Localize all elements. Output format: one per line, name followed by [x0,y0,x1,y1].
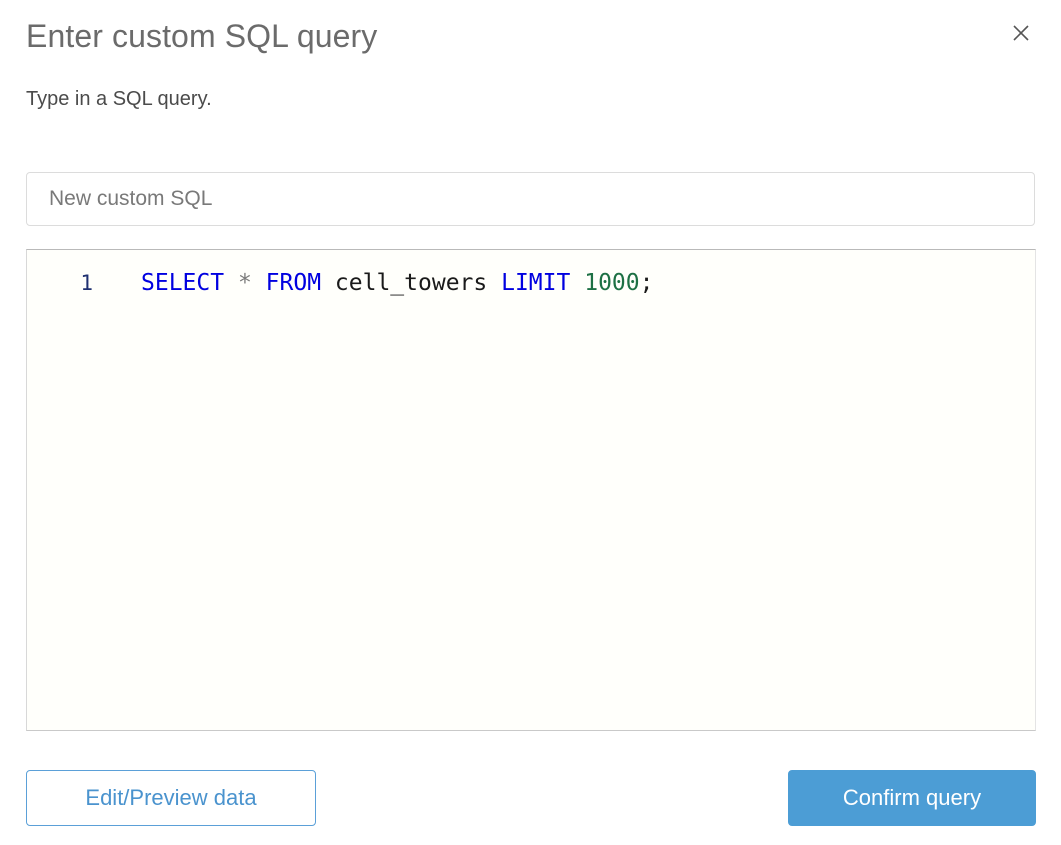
dialog-subtitle: Type in a SQL query. [26,88,212,110]
code-token-keyword: LIMIT [501,270,571,296]
close-icon-glyph [1013,25,1029,41]
code-line: 1 SELECT * FROM cell_towers LIMIT 1000; [27,264,1035,302]
edit-preview-data-button[interactable]: Edit/Preview data [26,770,316,826]
code-token-keyword: FROM [265,270,322,296]
code-token-keyword: SELECT [141,270,225,296]
code-token-number: 1000 [584,270,640,296]
line-number: 1 [80,271,93,295]
code-token-space [321,270,335,296]
code-token-space [252,270,266,296]
code-token-star: * [237,270,252,296]
code-token-identifier: cell_towers [334,270,488,296]
sql-code-editor[interactable]: 1 SELECT * FROM cell_towers LIMIT 1000; [26,249,1036,731]
code-token-space [570,270,584,296]
query-name-input[interactable] [26,172,1035,226]
page-title: Enter custom SQL query [26,18,378,54]
close-icon[interactable] [1006,18,1036,48]
code-token-space [487,270,501,296]
confirm-query-button[interactable]: Confirm query [788,770,1036,826]
code-text: SELECT * FROM cell_towers LIMIT 1000; [141,264,653,302]
code-token-punct: ; [639,270,654,296]
code-token-space [224,270,238,296]
